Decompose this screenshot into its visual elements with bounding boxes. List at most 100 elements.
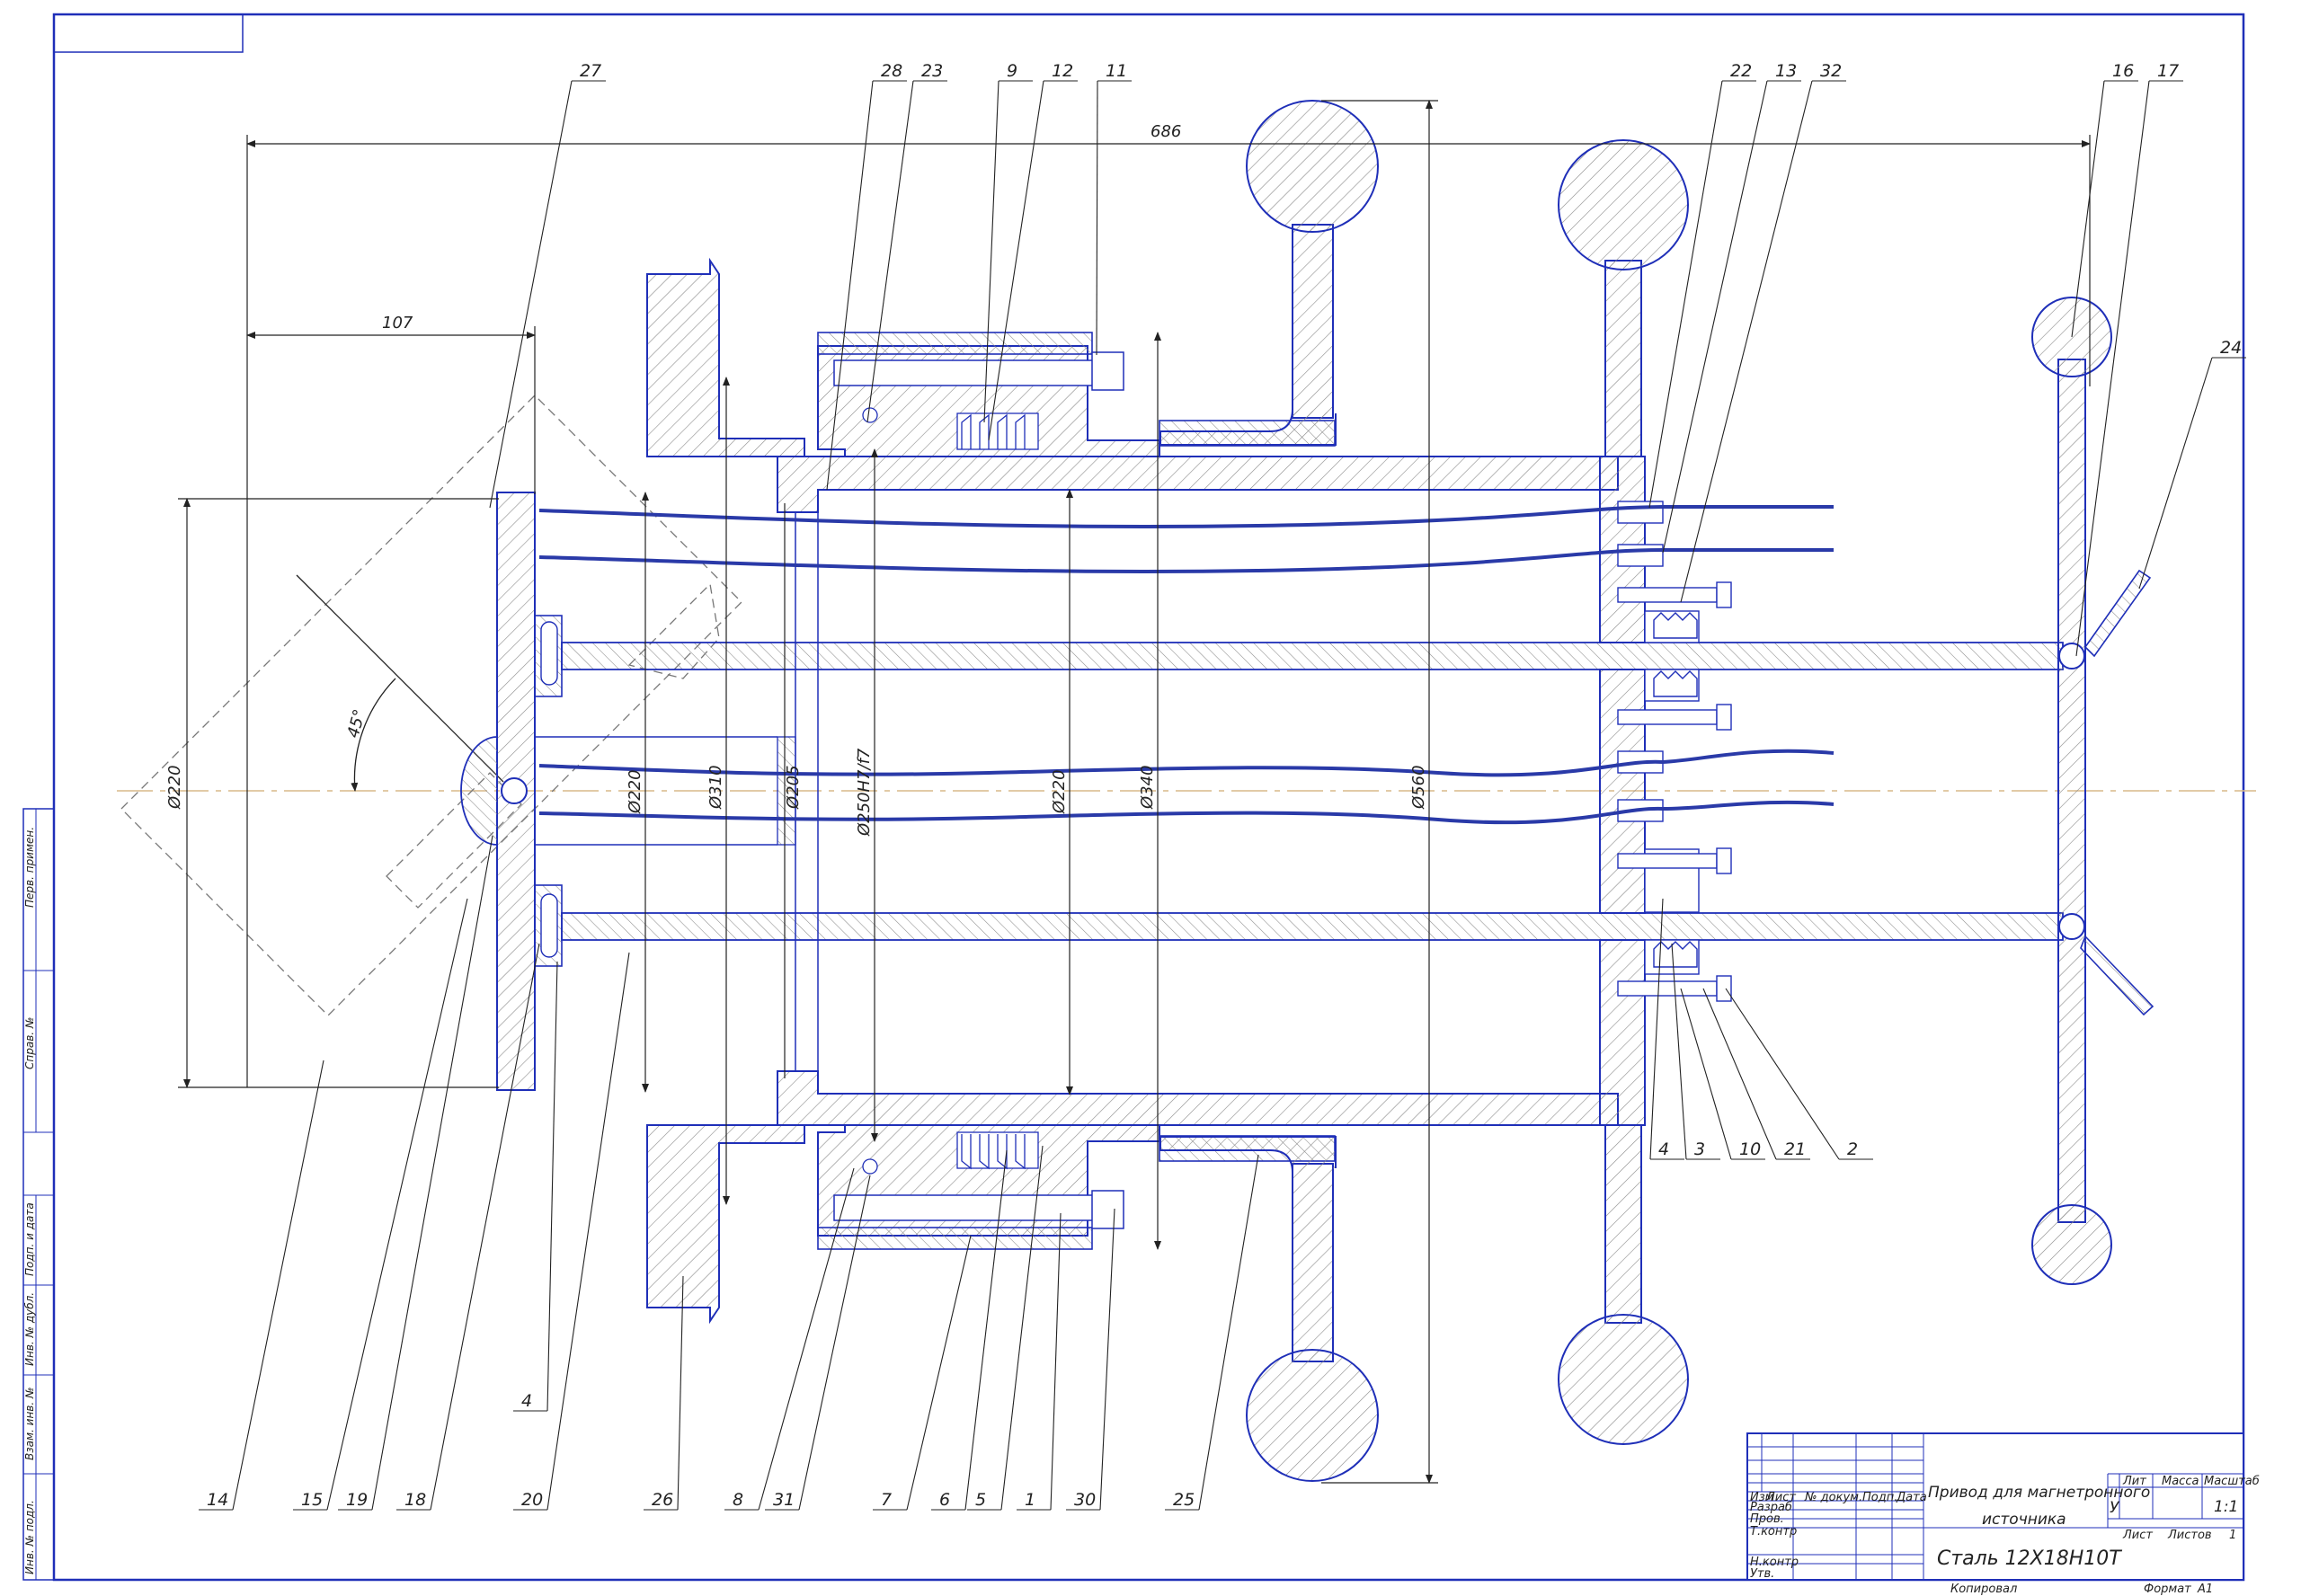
tb-hdr-doc: № докум.: [1804, 1491, 1862, 1504]
tb-material: Сталь 12Х18Н10Т: [1937, 1547, 2122, 1570]
callout-leader: [546, 952, 630, 1511]
tb-masshtab: Масштаб: [2204, 1475, 2260, 1488]
tb-format: Формат: [2144, 1583, 2191, 1596]
dim-offset: 107: [382, 314, 413, 332]
tb-row-utv: Утв.: [1750, 1567, 1774, 1581]
callout-leader: [988, 80, 1044, 441]
callout-label: 1: [1025, 1490, 1035, 1510]
callout-label: 26: [652, 1490, 673, 1510]
dim-overall-length: 686: [1150, 122, 1181, 141]
callout-label: 31: [773, 1490, 795, 1510]
sheet-frame: [52, 13, 2245, 1582]
dim-d4: Ø250H7/f7: [855, 748, 874, 837]
side-perv-primen: Перв. примен.: [23, 827, 36, 908]
outer-housing-bottom: [646, 1124, 1336, 1325]
tb-row-nkontr: Н.контр: [1750, 1556, 1799, 1569]
side-vzam-inv: Взам. инв. №: [23, 1388, 36, 1460]
tb-kopiroval: Копировал: [1950, 1583, 2017, 1596]
callout-leader: [1198, 1154, 1259, 1511]
callout-leader: [1000, 1145, 1044, 1511]
tb-row-tkontr: Т.контр: [1750, 1525, 1797, 1538]
title-block: Изм Лист № докум. Подп. Дата Разраб Пров…: [1746, 1432, 2260, 1596]
callout-label: 11: [1106, 61, 1127, 81]
dim-d7: Ø560: [1409, 765, 1428, 810]
callout-leader: [758, 1167, 855, 1511]
callout-leader: [1725, 988, 1840, 1160]
tb-lit: Лит: [2122, 1475, 2146, 1488]
callout-leader: [430, 943, 540, 1511]
callout-leader: [798, 1175, 871, 1511]
callout-leader: [2071, 80, 2105, 338]
tb-sheets-label: Листов: [2167, 1529, 2212, 1542]
callout-leader: [1702, 988, 1777, 1160]
dim-d3: Ø205: [784, 765, 803, 810]
callout-label: 15: [301, 1490, 323, 1510]
tb-massa: Масса: [2162, 1475, 2199, 1488]
dim-d6: Ø340: [1138, 765, 1157, 810]
callout-leader: [2138, 357, 2213, 590]
callout-label: 25: [1173, 1490, 1195, 1510]
callout-label: 7: [881, 1490, 892, 1510]
dim-angle: 45°: [344, 707, 370, 740]
callout-label: 16: [2112, 61, 2134, 81]
callout-leader: [1648, 80, 1723, 509]
callout-label: 4: [1658, 1139, 1669, 1159]
handwheel-middle: [1159, 100, 1379, 1482]
callout-leader: [489, 80, 573, 509]
tb-row-razrab: Разраб: [1750, 1501, 1792, 1514]
cables: [538, 505, 1835, 825]
callout-label: 28: [881, 61, 902, 81]
callout-label: 20: [521, 1490, 543, 1510]
callout-label: 30: [1074, 1490, 1096, 1510]
tb-format-value: А1: [2197, 1583, 2213, 1596]
tb-sheets-value: 1: [2229, 1529, 2236, 1542]
tb-row-prov: Пров.: [1750, 1512, 1784, 1526]
callout-label: 3: [1694, 1139, 1705, 1159]
callout-leader: [677, 1275, 684, 1511]
callout-leader: [232, 1060, 324, 1511]
callout-leader: [1680, 988, 1732, 1160]
dimension-lines: [178, 100, 2091, 1484]
callout-label: 10: [1739, 1139, 1761, 1159]
callout-label: 5: [975, 1490, 986, 1510]
callout-leader: [2075, 80, 2150, 657]
callout-label: 9: [1007, 61, 1017, 81]
callout-leader: [866, 80, 914, 423]
tb-title-line1: Привод для магнетронного: [1928, 1484, 2150, 1502]
callout-leader: [906, 1235, 972, 1511]
callout-label: 19: [346, 1490, 368, 1510]
callout-leader: [326, 898, 468, 1511]
tb-hdr-sign: Подп.: [1862, 1491, 1897, 1504]
callout-label: 22: [1730, 61, 1752, 81]
tb-hdr-list: Лист: [1765, 1491, 1796, 1504]
angle-indicator: [296, 574, 504, 792]
callout-leader: [1649, 898, 1664, 1160]
callout-label: 12: [1052, 61, 1073, 81]
tb-lit-value: У: [2110, 1499, 2120, 1517]
tb-title-line2: источника: [1982, 1511, 2066, 1529]
callout-label: 4: [521, 1391, 532, 1411]
callout-label: 17: [2157, 61, 2179, 81]
tb-hdr-date: Дата: [1896, 1491, 1927, 1504]
dimension-texts: 686 107 Ø220 45° Ø220 Ø310 Ø205 Ø250H7/f…: [165, 122, 1428, 837]
side-stamp: Перв. примен. Справ. № Подп. и дата Инв.…: [22, 808, 55, 1581]
callout-leader: [964, 1149, 1008, 1511]
callout-label: 2: [1847, 1139, 1858, 1159]
callout-leader: [1662, 80, 1768, 554]
callout-label: 13: [1775, 61, 1797, 81]
callout-label: 18: [404, 1490, 426, 1510]
callout-leader: [371, 835, 493, 1511]
dim-flange-diam: Ø220: [165, 765, 184, 810]
callout-leader: [546, 961, 558, 1412]
tube-end-flange: [1599, 456, 1732, 1126]
dim-d1: Ø220: [626, 769, 644, 814]
callout-leader: [1671, 943, 1687, 1160]
callout-leader: [983, 80, 999, 423]
handwheel-right: [1558, 139, 1689, 1445]
callout-label: 6: [939, 1490, 950, 1510]
left-flange: [460, 492, 777, 1091]
side-sprav-no: Справ. №: [23, 1017, 36, 1069]
callout-leader: [826, 80, 874, 491]
